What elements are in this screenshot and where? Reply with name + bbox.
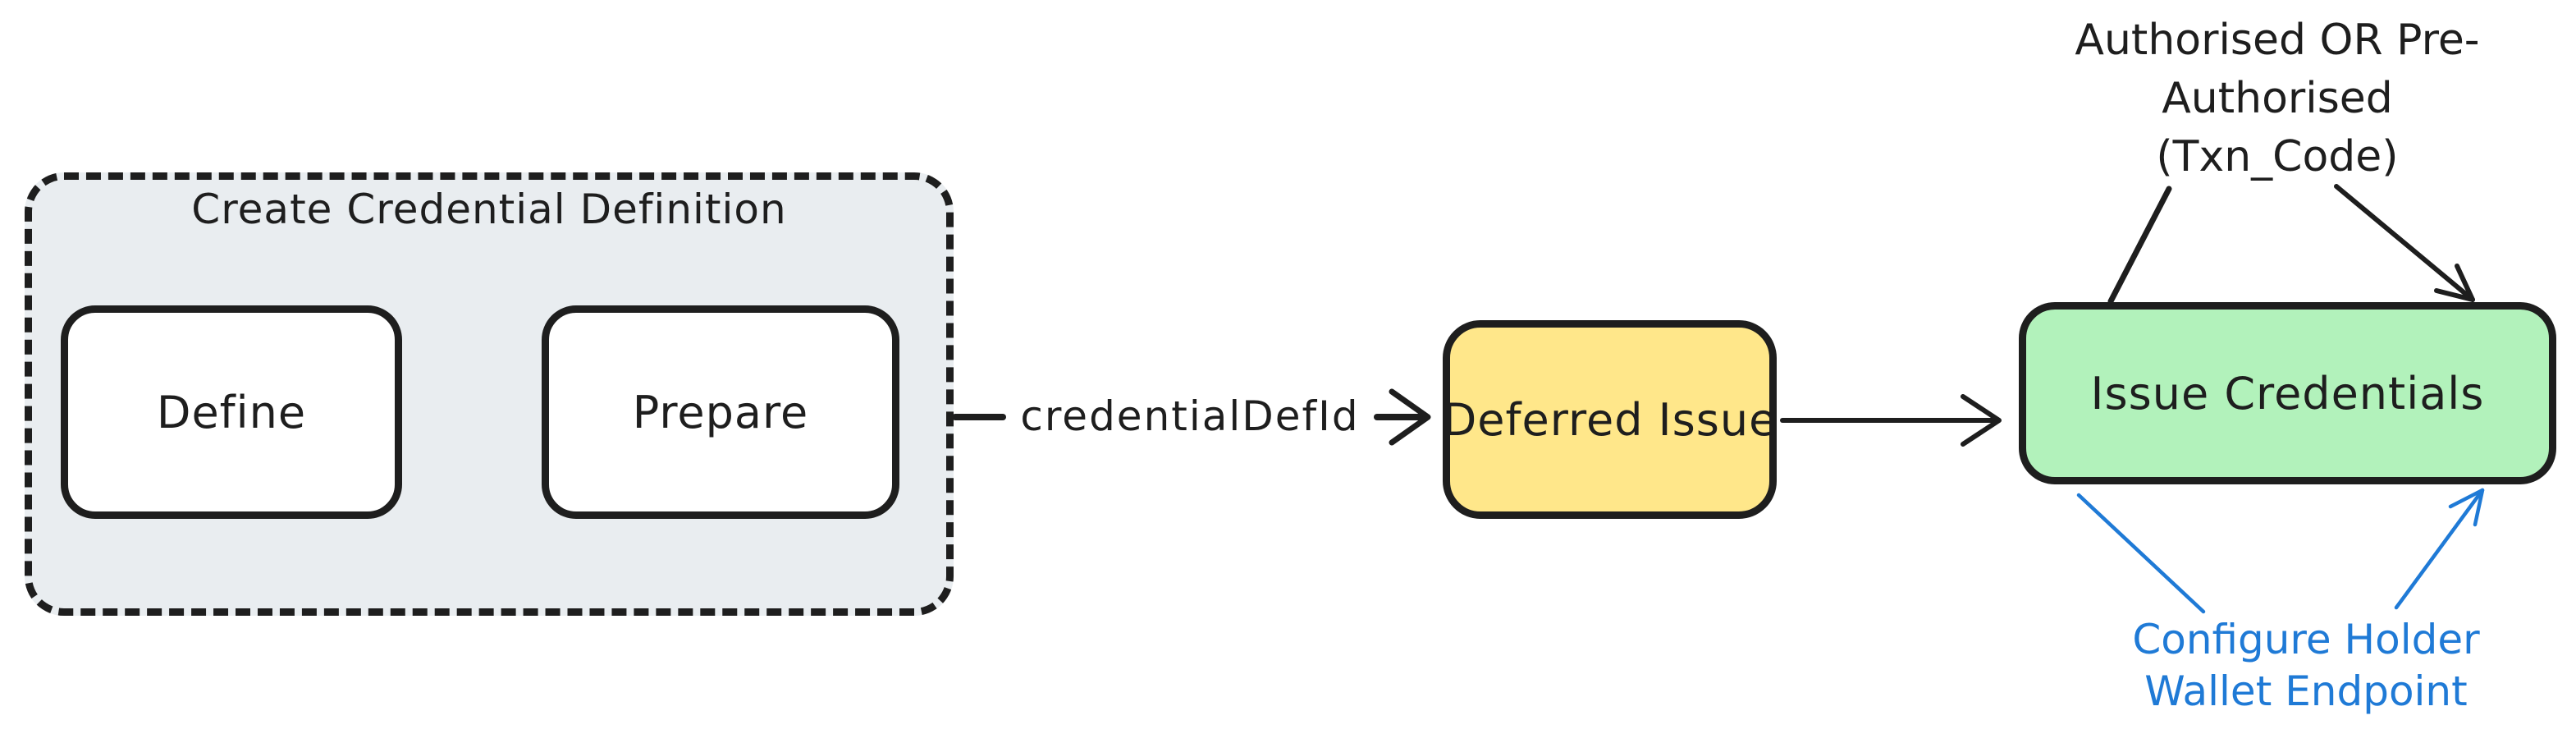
annotation-configure-holder-wallet: Configure Holder Wallet Endpoint	[2093, 614, 2519, 718]
annotation-authorised-txn-code: Authorised OR Pre- Authorised (Txn_Code)	[2023, 11, 2532, 186]
annotation-wallet-line-1: Configure Holder	[2132, 616, 2480, 663]
annotation-authorised-line-2: Authorised	[2162, 74, 2393, 123]
annotation-authorised-line-3: (Txn_Code)	[2156, 132, 2399, 181]
edge-auth-right-arrowhead	[2434, 264, 2475, 302]
edge-deferred-to-issue-arrowhead	[1961, 394, 2002, 447]
node-prepare-label: Prepare	[632, 386, 809, 438]
node-issue-credentials-label: Issue Credentials	[2090, 367, 2485, 420]
node-define: Define	[61, 305, 402, 519]
edge-auth-left	[2107, 186, 2172, 305]
annotation-authorised-line-1: Authorised OR Pre-	[2075, 16, 2480, 65]
edge-wallet-right	[2394, 488, 2485, 610]
node-define-label: Define	[156, 386, 307, 438]
edge-wallet-left	[2076, 493, 2206, 614]
group-title: Create Credential Definition	[191, 186, 787, 233]
node-deferred-issue: Deferred Issue	[1443, 320, 1777, 519]
edge-credentialdefid-arrowhead	[1389, 388, 1431, 446]
node-issue-credentials: Issue Credentials	[2019, 302, 2556, 484]
annotation-wallet-line-2: Wallet Endpoint	[2144, 667, 2468, 715]
edge-wallet-right-arrowhead	[2448, 488, 2485, 527]
edge-credentialdefid-label: credentialDefId	[1020, 392, 1360, 440]
node-deferred-issue-label: Deferred Issue	[1442, 393, 1778, 446]
node-prepare: Prepare	[542, 305, 899, 519]
edge-auth-right	[2334, 184, 2475, 302]
